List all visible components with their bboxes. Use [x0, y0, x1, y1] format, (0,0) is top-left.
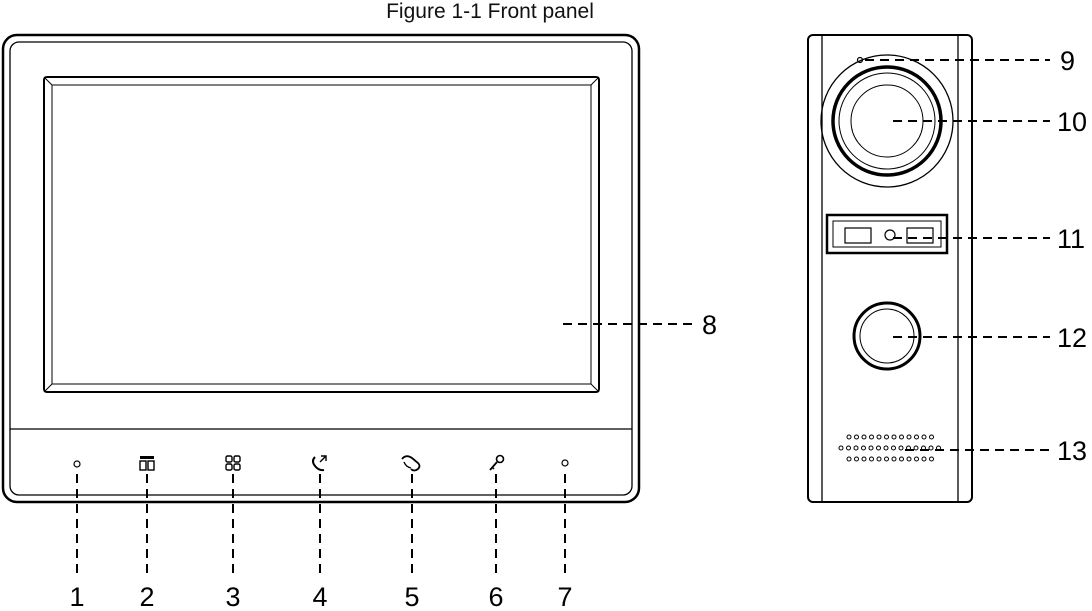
speaker-hole: [914, 456, 919, 462]
indicator-light-left: [73, 460, 81, 468]
speaker-hole: [921, 434, 927, 440]
callout-12: 12: [1057, 323, 1087, 353]
speaker-hole: [906, 434, 912, 440]
callout-13: 13: [1057, 436, 1087, 466]
apps-icon[interactable]: [225, 455, 241, 471]
speaker-hole: [838, 445, 844, 451]
callout-9: 9: [1060, 46, 1075, 76]
menu-icon[interactable]: [139, 456, 155, 471]
speaker-hole: [846, 445, 851, 451]
speaker-hole: [853, 445, 859, 451]
speaker-hole: [861, 434, 867, 440]
callout-7: 7: [557, 582, 572, 611]
speaker-hole: [854, 456, 859, 462]
speaker-hole: [861, 456, 867, 462]
speaker-hole: [898, 445, 904, 451]
door-station: [807, 34, 973, 503]
speaker-hole: [876, 456, 882, 462]
figure-title: Figure 1-1 Front panel: [386, 0, 594, 23]
callout-3: 3: [225, 582, 240, 611]
speaker-hole: [914, 434, 919, 440]
indicator-light-right: [561, 459, 569, 467]
callout-6: 6: [488, 582, 503, 611]
speaker-hole: [869, 434, 874, 440]
speaker-grille: [838, 434, 941, 462]
speaker-hole: [846, 434, 852, 440]
callout-2: 2: [139, 582, 154, 611]
callout-11: 11: [1057, 224, 1085, 254]
speaker-hole: [891, 434, 897, 440]
sensor-window: [825, 213, 949, 255]
callout-5: 5: [404, 582, 419, 611]
call-icon[interactable]: [312, 455, 327, 472]
hang-up-icon[interactable]: [401, 455, 421, 472]
speaker-hole: [846, 456, 852, 462]
callout-8: 8: [702, 310, 717, 340]
speaker-hole: [884, 456, 889, 462]
speaker-hole: [854, 434, 859, 440]
screen: [43, 76, 600, 393]
indoor-monitor: [1, 33, 641, 504]
speaker-hole: [929, 434, 934, 440]
callout-numbers: 1 2 3 4 5 6 7 8 9 10 11 12 13: [69, 46, 1087, 611]
speaker-hole: [868, 445, 874, 451]
callout-10: 10: [1057, 107, 1087, 137]
speaker-hole: [876, 434, 882, 440]
speaker-hole: [928, 445, 934, 451]
speaker-hole: [861, 445, 866, 451]
speaker-hole: [929, 456, 934, 462]
callout-4: 4: [312, 582, 327, 611]
speaker-hole: [906, 456, 912, 462]
speaker-hole: [921, 456, 927, 462]
speaker-hole: [899, 434, 904, 440]
speaker-hole: [883, 445, 889, 451]
speaker-hole: [884, 434, 889, 440]
speaker-hole: [891, 445, 896, 451]
speaker-hole: [876, 445, 881, 451]
speaker-hole: [869, 456, 874, 462]
speaker-hole: [913, 445, 919, 451]
leader-lines: [76, 59, 1050, 576]
callout-1: 1: [69, 582, 84, 611]
unlock-icon[interactable]: [489, 454, 505, 471]
speaker-hole: [899, 456, 904, 462]
speaker-hole: [891, 456, 897, 462]
